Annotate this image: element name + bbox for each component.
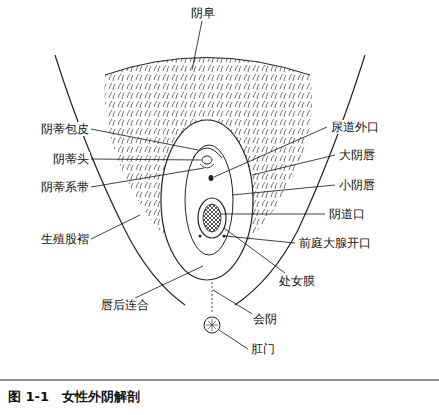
labia-majora xyxy=(161,120,253,280)
caption-rule xyxy=(0,380,439,381)
mons-outline xyxy=(105,58,310,76)
urethral-opening xyxy=(209,175,214,181)
anus xyxy=(204,317,220,333)
part-label: 处女膜 xyxy=(278,274,316,288)
part-label: 阴道口 xyxy=(328,207,366,221)
part-label: 阴蒂系带 xyxy=(40,180,90,194)
part-label: 会阴 xyxy=(252,312,278,326)
clitoris xyxy=(202,156,212,164)
part-label: 尿道外口 xyxy=(330,120,380,134)
vaginal-opening xyxy=(203,204,221,232)
part-label: 阴阜 xyxy=(190,6,216,20)
gland-opening xyxy=(199,235,202,238)
part-label: 前庭大腺开口 xyxy=(298,236,372,250)
part-label: 生殖股褶 xyxy=(40,232,90,246)
part-label: 肛门 xyxy=(250,342,276,356)
part-label: 阴蒂包皮 xyxy=(40,122,90,136)
leader-lines xyxy=(91,21,335,349)
labia-minora xyxy=(185,145,233,255)
figure-caption: 图 1-1 女性外阴解剖 xyxy=(8,388,140,406)
hymen xyxy=(198,198,226,238)
part-label: 阴蒂头 xyxy=(52,152,90,166)
anus-folds xyxy=(206,319,218,331)
perineum-line xyxy=(212,282,213,312)
part-label: 大阴唇 xyxy=(338,148,376,162)
part-label: 小阴唇 xyxy=(338,178,376,192)
part-label: 唇后连合 xyxy=(100,298,150,312)
frenulum xyxy=(200,164,214,168)
